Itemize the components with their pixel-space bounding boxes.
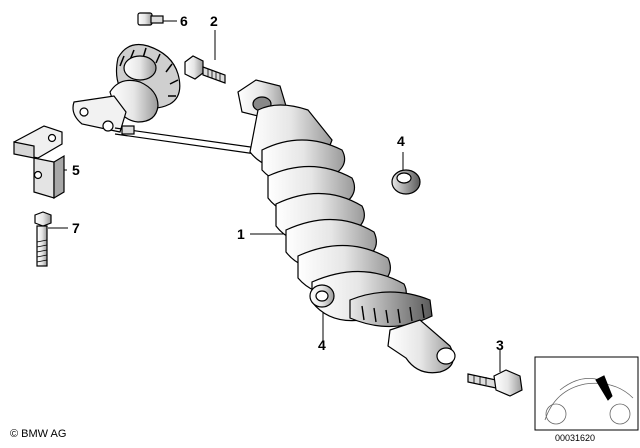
callout-6: 6 <box>180 13 188 29</box>
callout-4-lower: 4 <box>318 337 326 353</box>
copyright-text: © BMW AG <box>10 428 67 440</box>
callout-3: 3 <box>496 337 504 353</box>
part-5-bracket <box>13 125 65 200</box>
callout-2: 2 <box>210 13 218 29</box>
part-7-bolt <box>34 211 52 267</box>
part-2-bolt <box>184 55 226 84</box>
part-4-bushing-lower <box>309 284 335 308</box>
callout-7: 7 <box>72 220 80 236</box>
callout-4-upper: 4 <box>397 133 405 149</box>
callout-1: 1 <box>237 226 245 242</box>
locator-thumbnail <box>534 356 639 431</box>
callout-5: 5 <box>72 162 80 178</box>
part-4-bushing-upper <box>391 169 421 195</box>
part-3-bolt <box>467 369 523 397</box>
part-6-bolt <box>137 12 164 26</box>
part-1-shock-absorber <box>237 79 456 374</box>
preload-adjuster <box>72 43 181 133</box>
diagram-id: 00031620 <box>555 433 596 443</box>
